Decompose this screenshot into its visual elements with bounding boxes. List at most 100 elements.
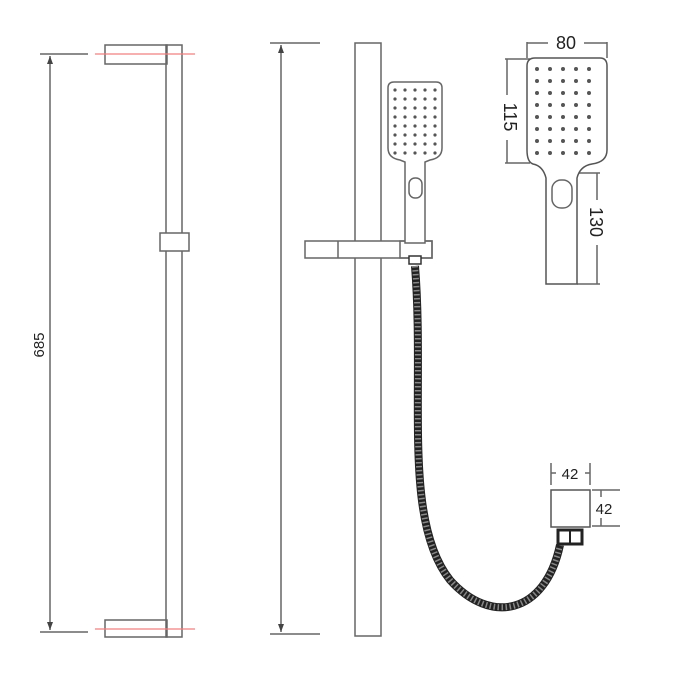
nozzle (403, 106, 407, 110)
handshower-button-large (551, 179, 573, 209)
nozzle (403, 124, 407, 128)
nozzle (574, 103, 578, 107)
nozzle (393, 142, 397, 146)
nozzle (548, 67, 552, 71)
nozzle (535, 151, 539, 155)
label-80: 80 (556, 33, 576, 53)
nozzle (413, 88, 417, 92)
nozzle (403, 151, 407, 155)
handshower (387, 81, 443, 244)
nozzle (393, 97, 397, 101)
nozzle (403, 88, 407, 92)
nozzle (433, 115, 437, 119)
nozzle (574, 139, 578, 143)
nozzle (561, 67, 565, 71)
nozzle (433, 124, 437, 128)
nozzle (433, 133, 437, 137)
nozzle (403, 97, 407, 101)
nozzle (413, 115, 417, 119)
handshower-button (408, 177, 423, 199)
slider (159, 232, 190, 252)
nozzle (587, 67, 591, 71)
nozzle (393, 106, 397, 110)
left-view (40, 44, 195, 638)
nozzle (535, 127, 539, 131)
nozzle (423, 142, 427, 146)
nozzle (423, 115, 427, 119)
nozzle (433, 142, 437, 146)
nozzle (403, 133, 407, 137)
head-detail (505, 42, 608, 285)
nozzle (574, 67, 578, 71)
nozzle (561, 79, 565, 83)
hose-connector (408, 255, 422, 265)
nozzle (433, 151, 437, 155)
nozzle (535, 115, 539, 119)
nozzle (535, 139, 539, 143)
nozzle (561, 115, 565, 119)
nozzle (548, 151, 552, 155)
nozzle (587, 103, 591, 107)
nozzle (423, 151, 427, 155)
label-685: 685 (31, 332, 48, 357)
nozzle (587, 151, 591, 155)
nozzle (393, 88, 397, 92)
nozzle (561, 139, 565, 143)
nozzle (535, 67, 539, 71)
nozzle (423, 88, 427, 92)
nozzle (587, 139, 591, 143)
nozzle (561, 127, 565, 131)
nozzle (535, 79, 539, 83)
nozzle (413, 97, 417, 101)
nozzle (423, 97, 427, 101)
nozzle (574, 151, 578, 155)
middle-view (270, 42, 443, 637)
nozzle (423, 124, 427, 128)
nozzle (413, 106, 417, 110)
nozzle (548, 115, 552, 119)
nozzle (413, 124, 417, 128)
nozzle (393, 115, 397, 119)
nozzle (587, 79, 591, 83)
nozzle (548, 103, 552, 107)
nozzle (574, 127, 578, 131)
label-outlet-width: 42 (562, 466, 579, 483)
nozzle (548, 127, 552, 131)
hose-coil (412, 265, 563, 611)
nozzle (587, 115, 591, 119)
nozzle (393, 133, 397, 137)
nozzle (433, 106, 437, 110)
label-outlet-height: 42 (596, 501, 613, 518)
nozzle (393, 124, 397, 128)
nozzle (423, 106, 427, 110)
rail (354, 42, 382, 637)
nozzle (561, 91, 565, 95)
nozzle (393, 151, 397, 155)
spray-nozzles-large (535, 67, 591, 155)
label-130: 130 (586, 207, 606, 237)
handshower-large (526, 57, 608, 285)
nozzle (561, 103, 565, 107)
nozzle (413, 133, 417, 137)
nozzle (548, 91, 552, 95)
nozzle (574, 91, 578, 95)
label-115: 115 (500, 103, 520, 132)
nozzle (587, 91, 591, 95)
wall-outlet (550, 463, 620, 546)
nozzle (433, 88, 437, 92)
outlet-body (550, 489, 591, 528)
nozzle (574, 79, 578, 83)
nozzle (561, 151, 565, 155)
nozzle (535, 91, 539, 95)
nozzle (574, 115, 578, 119)
spray-nozzles (393, 88, 437, 155)
nozzle (423, 133, 427, 137)
nozzle (535, 103, 539, 107)
nozzle (413, 142, 417, 146)
nozzle (413, 151, 417, 155)
nozzle (403, 142, 407, 146)
nozzle (548, 79, 552, 83)
rail (165, 44, 183, 638)
